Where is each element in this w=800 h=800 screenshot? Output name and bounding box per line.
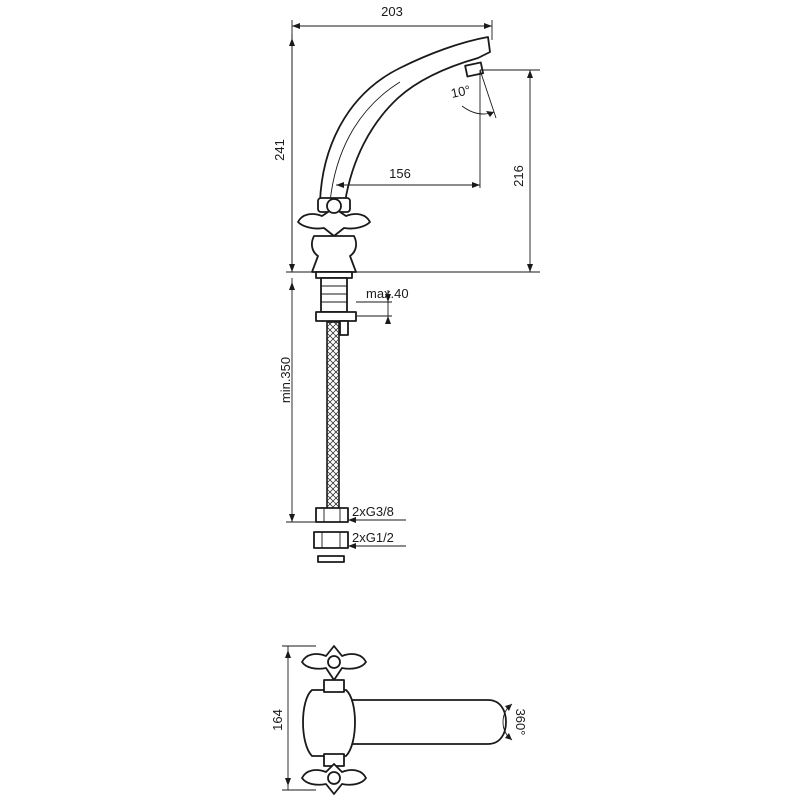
dim-min350: min.350 (278, 357, 293, 403)
body-plan (302, 689, 356, 757)
connector-g38 (315, 507, 349, 523)
dim-203: 203 (381, 4, 403, 19)
dim-360: 360° (513, 709, 528, 736)
handle-top (301, 645, 367, 693)
dimension-lines: 203 241 216 156 10° max.40 min.350 2xG3/… (272, 4, 540, 549)
dim-241: 241 (272, 139, 287, 161)
faucet-side-view (297, 36, 491, 563)
spout-plan (327, 699, 507, 745)
dim-angle: 10° (450, 82, 472, 101)
dim-164: 164 (270, 709, 285, 731)
dim-g12: 2xG1/2 (352, 530, 394, 545)
flexible-hose (326, 321, 340, 511)
handle-bottom (301, 753, 367, 795)
dim-max40: max.40 (366, 286, 409, 301)
adapter-g12 (313, 531, 349, 549)
faucet-top-view (301, 645, 507, 795)
dim-216: 216 (511, 165, 526, 187)
plan-dimensions: 164 360° (270, 645, 528, 791)
cross-handle (297, 198, 371, 237)
spout-body (319, 36, 491, 203)
dim-g38: 2xG3/8 (352, 504, 394, 519)
valve-body (311, 235, 357, 273)
dim-156: 156 (389, 166, 411, 181)
shank (320, 277, 348, 313)
aerator (464, 61, 484, 78)
fixing-nut (315, 311, 357, 322)
